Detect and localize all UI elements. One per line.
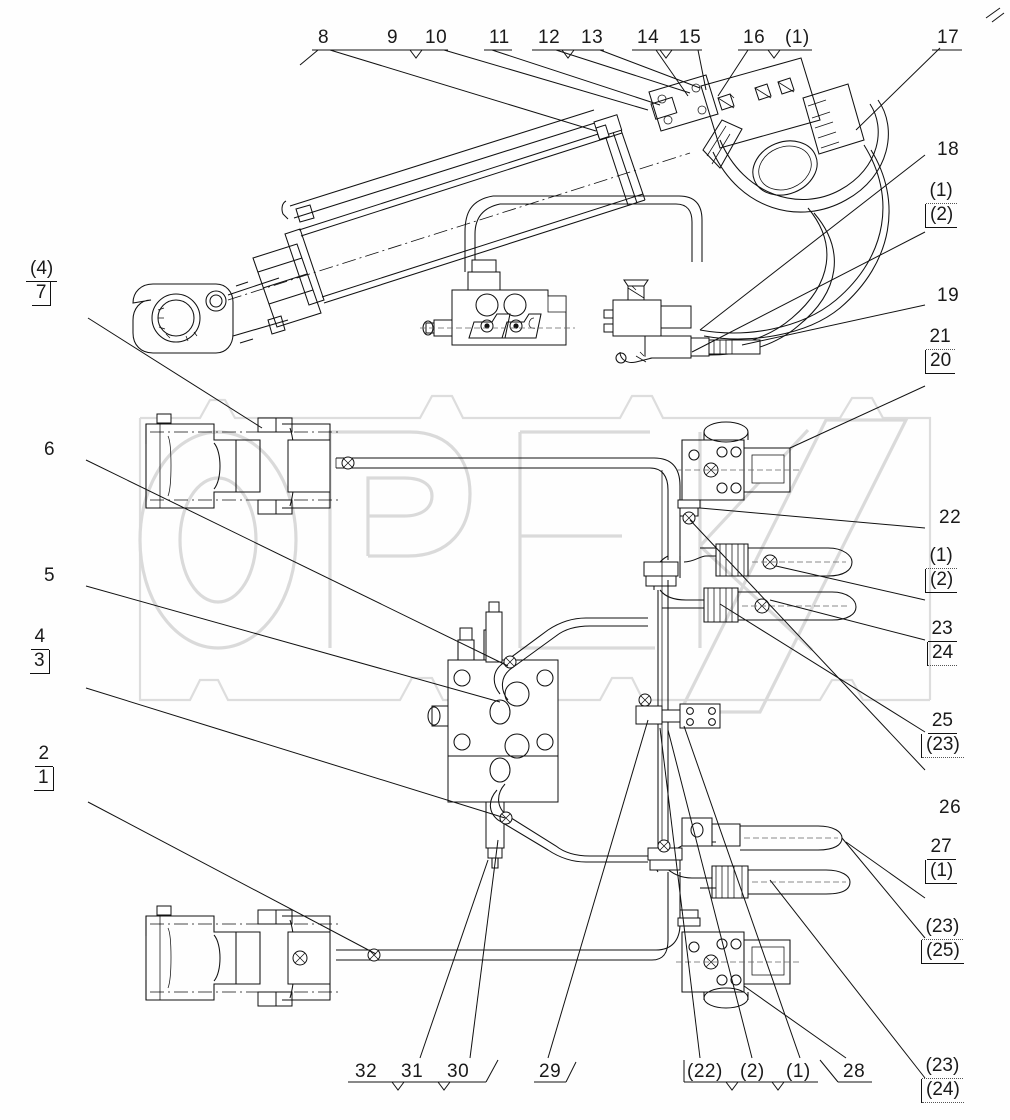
callout-2[interactable]: 2 bbox=[34, 743, 54, 767]
pipe-union-marker-1 bbox=[341, 456, 355, 470]
tube-fitting-a bbox=[593, 114, 623, 141]
callout-27[interactable]: 27 bbox=[926, 836, 956, 860]
watermark-opek bbox=[138, 394, 932, 714]
callout-18-sub1[interactable]: (1) bbox=[925, 180, 957, 204]
callout-13[interactable]: 13 bbox=[581, 27, 604, 48]
callout-12[interactable]: 12 bbox=[538, 27, 561, 48]
callout-4[interactable]: 4 bbox=[30, 626, 50, 650]
callout-16[interactable]: 16 bbox=[743, 27, 766, 48]
callout-1[interactable]: 1 bbox=[34, 767, 53, 791]
callout-32[interactable]: 32 bbox=[355, 1061, 378, 1082]
callout-1-bottom[interactable]: (1) bbox=[786, 1061, 811, 1082]
callout-group-23-24[interactable]: 23 24 bbox=[927, 618, 958, 666]
callout-30[interactable]: 30 bbox=[447, 1061, 470, 1082]
callout-4-sub[interactable]: (4) bbox=[26, 258, 58, 282]
callout-6[interactable]: 6 bbox=[44, 439, 56, 460]
upper-solenoid-valve bbox=[603, 279, 761, 364]
callout-24[interactable]: 24 bbox=[928, 642, 958, 666]
callout-16-sub1[interactable]: (1) bbox=[785, 27, 810, 48]
callout-22[interactable]: 22 bbox=[939, 507, 962, 528]
callout-group-18-subs[interactable]: (1) (2) bbox=[925, 180, 958, 228]
callout-19[interactable]: 19 bbox=[937, 285, 960, 306]
callout-group-25[interactable]: 25 (23) bbox=[921, 710, 964, 758]
valve-union-2 bbox=[499, 811, 513, 825]
mid-fitting-cluster bbox=[635, 693, 721, 729]
callout-26[interactable]: 26 bbox=[939, 797, 962, 818]
callout-group-22-subs[interactable]: (1) (2) bbox=[925, 545, 958, 593]
lower-plan-view bbox=[145, 817, 851, 1009]
callout-18-sub2[interactable]: (2) bbox=[926, 204, 958, 228]
callout-25-sub[interactable]: (23) bbox=[922, 734, 964, 758]
tube-fitting-b bbox=[650, 96, 678, 120]
valve-union-1 bbox=[503, 655, 517, 669]
callout-group-21-20[interactable]: 21 20 bbox=[925, 326, 956, 374]
callout-7[interactable]: 7 bbox=[31, 282, 51, 306]
callout-9[interactable]: 9 bbox=[387, 27, 399, 48]
callout-17[interactable]: 17 bbox=[937, 27, 960, 48]
callout-group-27[interactable]: 27 (1) bbox=[925, 836, 958, 884]
centre-valve-block bbox=[427, 601, 721, 869]
callout-15[interactable]: 15 bbox=[679, 27, 702, 48]
callout-22-bottom[interactable]: (22) bbox=[687, 1061, 723, 1082]
callout-group-2-1[interactable]: 2 1 bbox=[34, 743, 54, 791]
callout-10[interactable]: 10 bbox=[425, 27, 448, 48]
callout-29[interactable]: 29 bbox=[539, 1061, 562, 1082]
callout-2-bottom[interactable]: (2) bbox=[740, 1061, 765, 1082]
callout-3[interactable]: 3 bbox=[30, 650, 49, 674]
callout-group-29-subs[interactable]: (23) (24) bbox=[921, 1055, 964, 1103]
callout-28-sub1[interactable]: (23) bbox=[921, 916, 964, 940]
callout-23[interactable]: 23 bbox=[927, 618, 957, 642]
callout-21[interactable]: 21 bbox=[925, 326, 955, 350]
callout-group-28-subs[interactable]: (23) (25) bbox=[921, 916, 964, 964]
callout-underlines bbox=[316, 49, 962, 1091]
callout-22-sub2[interactable]: (2) bbox=[926, 569, 958, 593]
callout-25[interactable]: 25 bbox=[927, 710, 957, 734]
callout-18[interactable]: 18 bbox=[937, 139, 960, 160]
upper-cylinder-assembly bbox=[132, 57, 890, 364]
callout-29-sub2[interactable]: (24) bbox=[922, 1079, 964, 1103]
callout-group-4-3[interactable]: 4 3 bbox=[30, 626, 50, 674]
callout-27-sub[interactable]: (1) bbox=[926, 860, 958, 884]
leader-lines bbox=[85, 7, 1005, 1079]
upper-valve-block bbox=[420, 259, 575, 346]
lower-port-x bbox=[292, 950, 308, 966]
pipe-union-marker-2 bbox=[367, 948, 381, 962]
callout-11[interactable]: 11 bbox=[489, 27, 510, 48]
callout-group-7[interactable]: (4) 7 bbox=[26, 258, 58, 306]
callout-5[interactable]: 5 bbox=[44, 565, 56, 586]
callout-29-sub1[interactable]: (23) bbox=[921, 1055, 964, 1079]
callout-20[interactable]: 20 bbox=[926, 350, 956, 374]
callout-31[interactable]: 31 bbox=[401, 1061, 424, 1082]
callout-22-sub1[interactable]: (1) bbox=[925, 545, 957, 569]
callout-8[interactable]: 8 bbox=[318, 27, 330, 48]
callout-28[interactable]: 28 bbox=[843, 1061, 866, 1082]
callout-28-sub2[interactable]: (25) bbox=[922, 940, 964, 964]
callout-14[interactable]: 14 bbox=[637, 27, 660, 48]
